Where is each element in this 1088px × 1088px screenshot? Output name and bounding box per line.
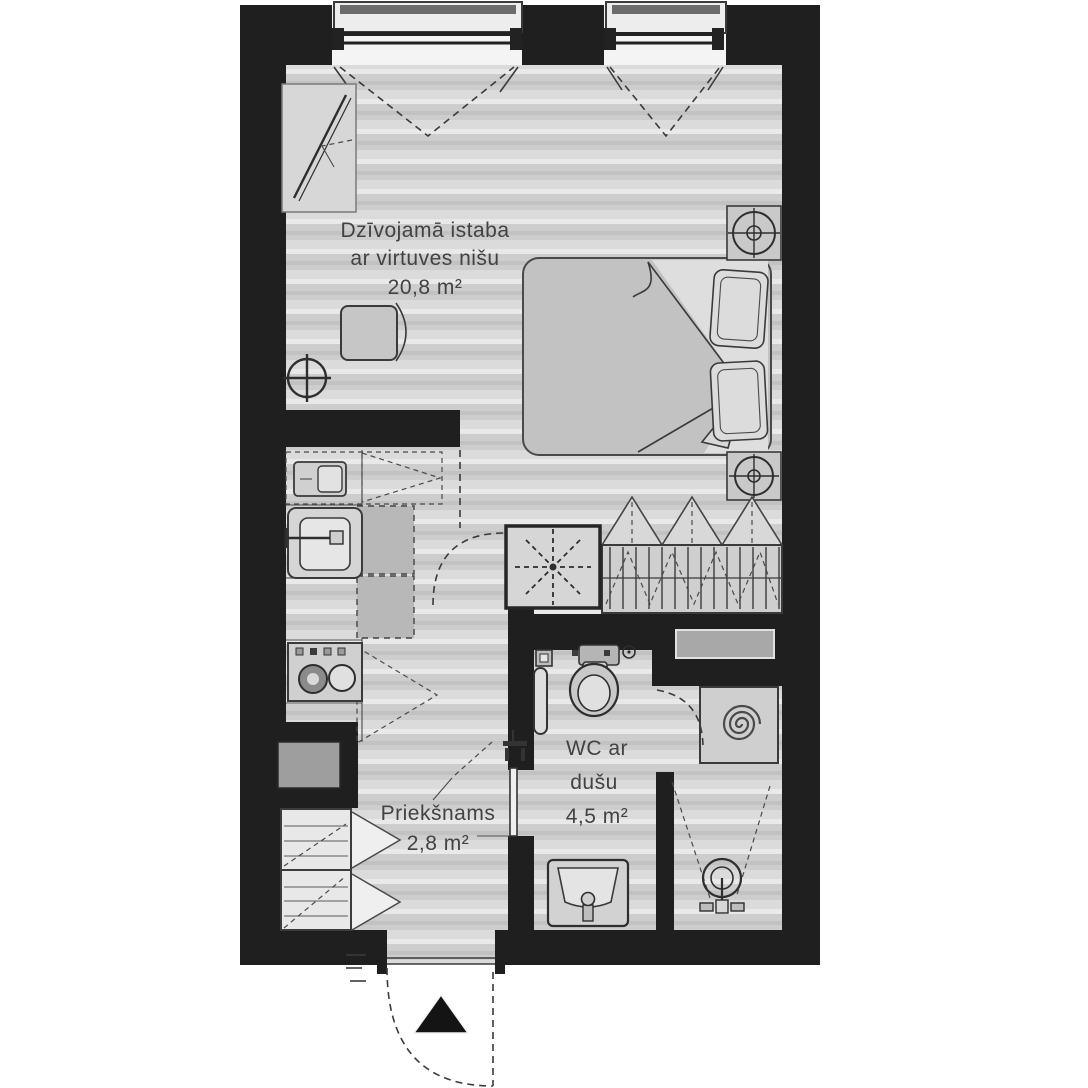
ventilation-shaft-icon xyxy=(504,524,602,610)
bathroom-label-2: dušu xyxy=(570,771,618,794)
outer-walls xyxy=(240,5,820,965)
room-labels: Dzīvojamā istaba ar virtuves nišu 20,8 m… xyxy=(340,219,629,855)
bathroom-shelf-niche xyxy=(675,629,775,659)
bathroom-left-wall-lower xyxy=(508,836,534,932)
shower-head-icon xyxy=(671,781,771,914)
bedside-table-lamp-icon xyxy=(726,205,782,261)
washbasin xyxy=(546,858,630,928)
door-opening-indicator xyxy=(351,811,402,869)
pillow xyxy=(709,269,769,349)
window-right xyxy=(604,1,727,138)
door-opening-indicator xyxy=(351,873,402,931)
hallway-leader-line xyxy=(432,741,493,801)
hallway-wall-niche xyxy=(277,741,341,789)
towel-radiator xyxy=(533,649,553,735)
hallway-label: Priekšnams xyxy=(381,802,496,825)
living-room-area: 20,8 m² xyxy=(388,276,463,299)
burner-icon xyxy=(328,664,356,692)
kitchen-counter xyxy=(285,450,461,745)
bathroom-door xyxy=(477,730,527,837)
toilet xyxy=(568,644,636,718)
window-left xyxy=(332,1,523,138)
armchair xyxy=(340,302,407,362)
overhead-cabinet xyxy=(356,505,415,575)
shower-partition-wall xyxy=(656,772,674,932)
hallway-area: 2,8 m² xyxy=(407,832,470,855)
radiator xyxy=(281,83,357,213)
kitchen-sink xyxy=(284,507,363,579)
overhead-cabinet xyxy=(356,575,415,639)
kitchen-divider-wall xyxy=(286,410,460,447)
bedside-table-lamp-icon xyxy=(726,451,782,501)
living-room-label: Dzīvojamā istaba xyxy=(340,219,509,242)
stove xyxy=(287,642,363,702)
hallway-shelf-unit xyxy=(280,808,402,931)
double-bed xyxy=(522,257,772,456)
bathroom-area: 4,5 m² xyxy=(566,805,629,828)
entrance-door-swing xyxy=(386,967,494,1087)
floor-point-symbol-icon xyxy=(283,354,331,402)
wardrobe xyxy=(600,495,784,614)
window-opening-indicator xyxy=(339,66,515,138)
living-room-label-2: ar virtuves nišu xyxy=(350,247,499,270)
pillow xyxy=(709,360,769,442)
floor-drain-icon xyxy=(699,686,779,764)
entrance-arrow-icon xyxy=(412,993,470,1034)
window-opening-indicator xyxy=(609,66,721,138)
bathroom-label: WC ar xyxy=(566,737,628,760)
kitchen-door-swing xyxy=(432,532,506,606)
shower-door-swing xyxy=(656,689,704,749)
faucet-icon xyxy=(582,904,594,922)
entrance-door xyxy=(346,950,505,1087)
